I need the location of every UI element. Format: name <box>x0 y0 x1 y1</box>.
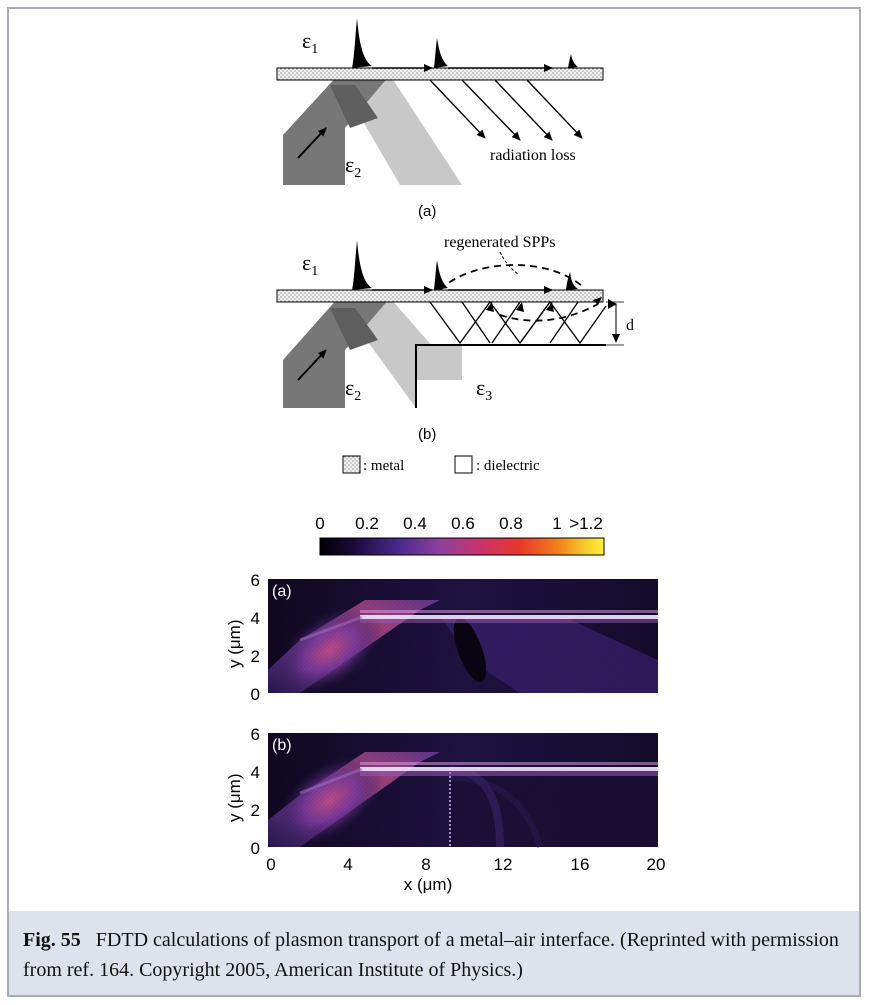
eps3-label-b: ε3 <box>476 375 492 404</box>
caption-text: FDTD calculations of plasmon transport o… <box>23 929 839 981</box>
schematic-legend: : metal : dielectric <box>342 455 540 474</box>
colorbar-tick: 0.4 <box>403 514 427 533</box>
field-plot-a: (a) 6 4 2 0 y (μm) <box>225 571 658 704</box>
colorbar-tick: 0.2 <box>355 514 379 533</box>
x-tick: 16 <box>571 855 590 874</box>
y-tick: 4 <box>251 763 260 782</box>
y-tick: 0 <box>251 839 260 858</box>
figure-number: Fig. 55 <box>23 929 81 951</box>
y-tick: 6 <box>251 571 260 590</box>
x-tick: 20 <box>647 855 666 874</box>
reflected-beam <box>336 75 462 185</box>
schematic-panel-a: ε1 ε2 radiation loss (a) <box>276 18 604 220</box>
y-tick: 2 <box>251 801 260 820</box>
interface-line-a <box>360 615 658 619</box>
colorbar-tick: 0 <box>315 514 324 533</box>
y-tick: 2 <box>251 647 260 666</box>
metal-legend-label: : metal <box>363 458 404 474</box>
eps2-label-b: ε2 <box>345 375 361 404</box>
dielectric-swatch <box>454 455 473 474</box>
x-tick: 0 <box>266 855 275 874</box>
schematic-b-label: (b) <box>418 426 436 443</box>
colorbar: 0 0.2 0.4 0.6 0.8 1 >1.2 <box>315 514 605 556</box>
dielectric-legend-label: : dielectric <box>476 458 540 474</box>
schematic-a-label: (a) <box>418 203 436 220</box>
y-tick: 0 <box>251 685 260 704</box>
d-label: d <box>626 317 634 334</box>
field-plot-xlabel: x (μm) <box>404 875 453 894</box>
colorbar-gradient <box>319 537 605 556</box>
regenerated-spps-label: regenerated SPPs <box>444 234 556 251</box>
metal-swatch <box>342 455 361 474</box>
colorbar-tick: 1 <box>552 514 561 533</box>
eps1-label-a: ε1 <box>302 28 318 57</box>
colorbar-tick: >1.2 <box>569 514 603 533</box>
field-plot-b: (b) 6 4 2 0 y (μm) 0 4 8 12 16 20 x (μm) <box>225 725 665 894</box>
interface-line-b <box>360 767 658 771</box>
field-plot-a-ylabel: y (μm) <box>225 619 244 668</box>
field-plot-a-label: (a) <box>272 583 292 600</box>
y-tick: 6 <box>251 725 260 744</box>
metal-film <box>276 67 604 81</box>
y-tick: 4 <box>251 609 260 628</box>
colorbar-tick: 0.6 <box>451 514 475 533</box>
metal-film-b <box>276 289 604 303</box>
eps2-label-a: ε2 <box>345 152 361 181</box>
radiation-loss-label: radiation loss <box>490 147 576 164</box>
x-tick: 12 <box>494 855 513 874</box>
x-tick: 8 <box>421 855 430 874</box>
figure-caption: Fig. 55 FDTD calculations of plasmon tra… <box>9 911 859 995</box>
field-plot-b-label: (b) <box>272 737 292 754</box>
schematic-panel-b: ε1 ε2 ε3 regenerated SPPs d (b) <box>276 234 634 443</box>
eps1-label-b: ε1 <box>302 250 318 279</box>
colorbar-tick: 0.8 <box>499 514 523 533</box>
x-tick: 4 <box>343 855 352 874</box>
field-plot-b-ylabel: y (μm) <box>225 773 244 822</box>
